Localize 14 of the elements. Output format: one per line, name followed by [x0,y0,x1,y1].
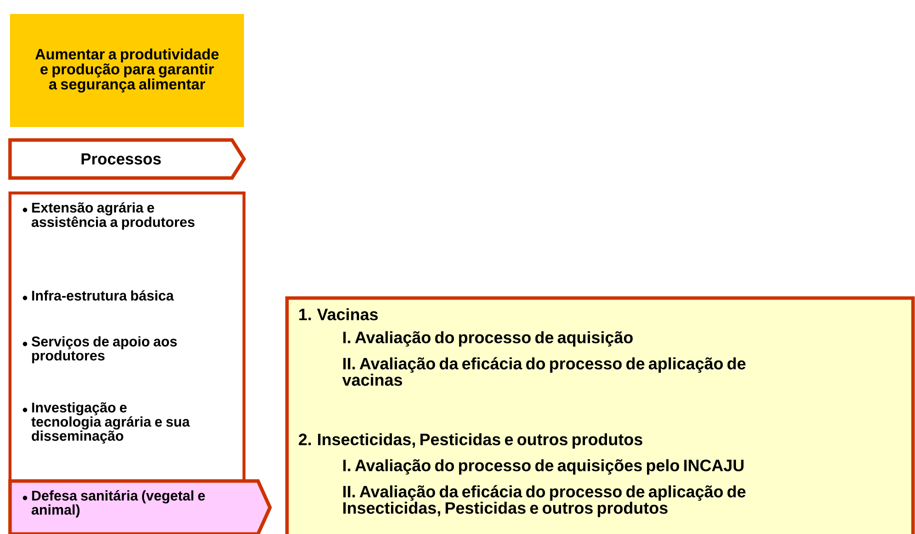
list-item: I. Avaliação do processo de aquisições pelo INCAJU [343,459,744,475]
list-item: Investigação e tecnologia agrária e sua disseminação [22,402,190,444]
list-item: Serviços de apoio aos produtores [22,336,177,364]
list-item: Extensão agrária e assistência a produtores [22,202,194,230]
chevron-box: Processos [8,138,246,180]
chevron-box: Defesa sanitária (vegetal e animal) [8,479,272,534]
list-item: II. Avaliação da eficácia do processo de aplicação de vacinas [342,357,746,386]
list-item: Infra-estrutura básica [22,290,174,301]
list-item: I. Avaliação do processo de aquisição [343,331,633,347]
section-heading: 2. Insecticidas, Pesticidas e outros produtos [298,433,642,449]
goal-box: Aumentar a produtividade e produção para garantir a segurança alimentar [10,14,244,127]
content-box [285,296,915,534]
section-heading: 1. Vacinas [299,308,378,320]
list-item: II. Avaliação da eficácia do processo de aplicação de Insecticidas, Pesticidas e outros produtos [343,485,746,518]
